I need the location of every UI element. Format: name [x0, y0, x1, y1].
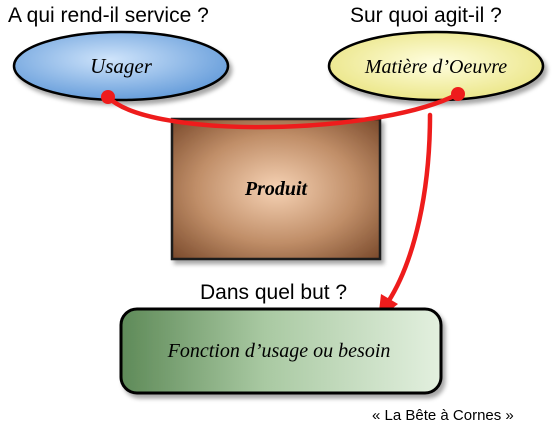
produit-label: Produit — [244, 178, 309, 200]
goal-arrow — [385, 112, 433, 305]
question-who: A qui rend-il service ? — [8, 4, 209, 27]
matiere-label: Matière d’Oeuvre — [364, 56, 507, 78]
fonction-label: Fonction d’usage ou besoin — [167, 340, 391, 362]
matiere-anchor-dot — [451, 87, 465, 101]
question-why: Dans quel but ? — [200, 281, 347, 304]
usager-ellipse — [12, 30, 230, 102]
usager-anchor-dot — [101, 90, 115, 104]
horn-connector — [105, 91, 461, 130]
produit-box — [170, 117, 382, 261]
usager-label: Usager — [90, 54, 153, 78]
caption: « La Bête à Cornes » — [372, 407, 514, 424]
matiere-ellipse — [327, 30, 545, 102]
fonction-box — [119, 307, 443, 395]
question-what: Sur quoi agit-il ? — [350, 4, 502, 27]
